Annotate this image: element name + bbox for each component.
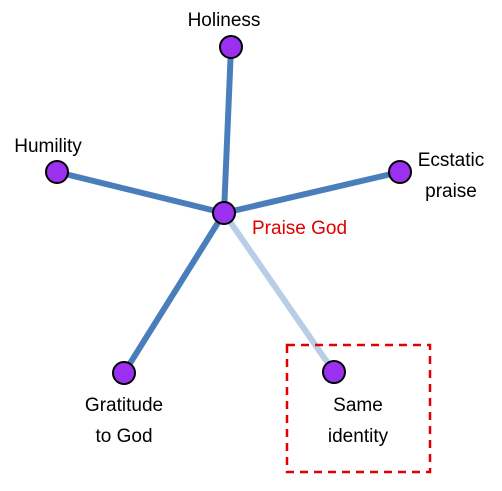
node-center bbox=[212, 201, 236, 225]
edge-gratitude-to-god bbox=[121, 210, 227, 376]
highlight-box-same-identity bbox=[285, 343, 432, 474]
edges-layer bbox=[54, 44, 403, 376]
label-humility-line-1: Humility bbox=[14, 136, 82, 157]
highlight-layer bbox=[285, 343, 432, 474]
label-gratitude-to-god-line-2: to God bbox=[95, 426, 152, 447]
label-same-identity-line-1: Same bbox=[333, 395, 383, 416]
node-humility bbox=[45, 160, 69, 184]
node-gratitude-to-god bbox=[112, 361, 136, 385]
label-ecstatic-praise-line-1: Ecstatic bbox=[418, 150, 485, 171]
edge-humility bbox=[54, 169, 227, 216]
edge-holiness bbox=[221, 44, 234, 216]
node-holiness bbox=[219, 35, 243, 59]
center-label: Praise God bbox=[252, 218, 347, 239]
label-holiness-line-1: Holiness bbox=[188, 10, 261, 31]
label-same-identity-line-2: identity bbox=[328, 426, 389, 447]
nodes-layer bbox=[45, 35, 412, 385]
edge-ecstatic-praise bbox=[221, 169, 403, 216]
label-ecstatic-praise-line-2: praise bbox=[425, 181, 477, 202]
node-same-identity bbox=[322, 360, 346, 384]
label-gratitude-to-god-line-1: Gratitude bbox=[85, 395, 163, 416]
node-ecstatic-praise bbox=[388, 160, 412, 184]
